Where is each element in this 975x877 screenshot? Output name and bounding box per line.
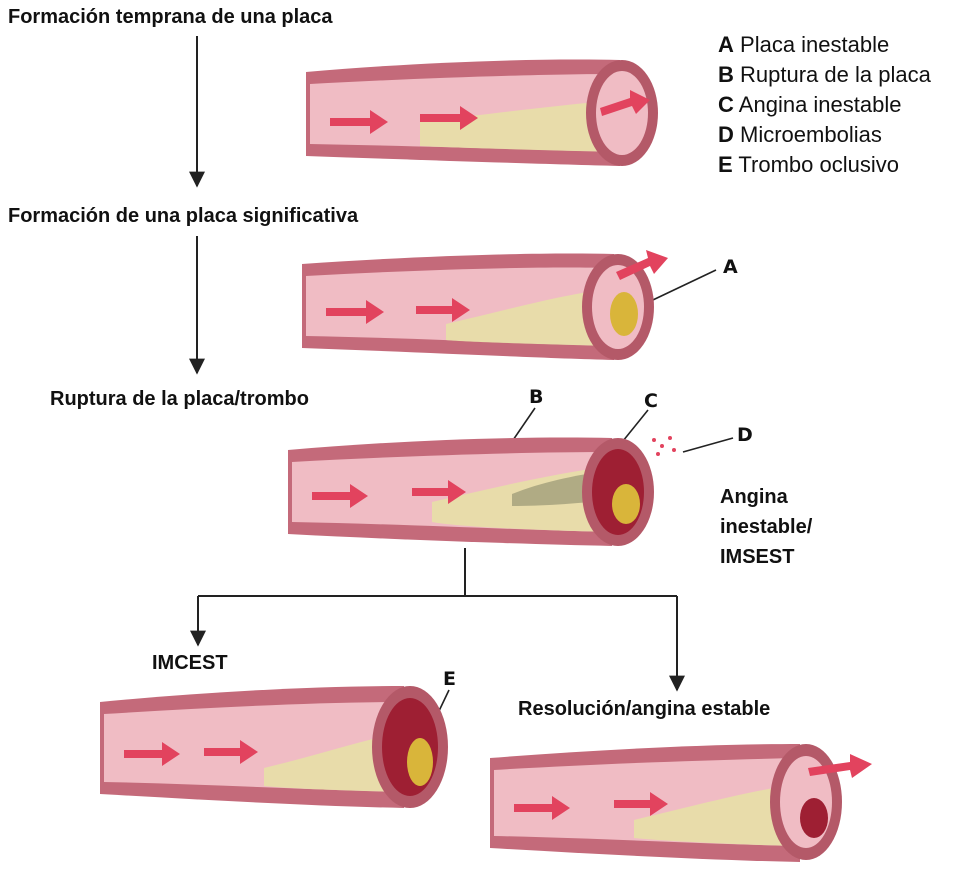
vessel-significant-plaque (296, 248, 668, 366)
vessel-rupture-thrombus (282, 430, 682, 556)
vessel-resolution-stable (484, 734, 874, 870)
vessel-occlusive-thrombus (94, 678, 456, 818)
leader-d (683, 438, 733, 452)
vessel-early-plaque (300, 52, 670, 174)
